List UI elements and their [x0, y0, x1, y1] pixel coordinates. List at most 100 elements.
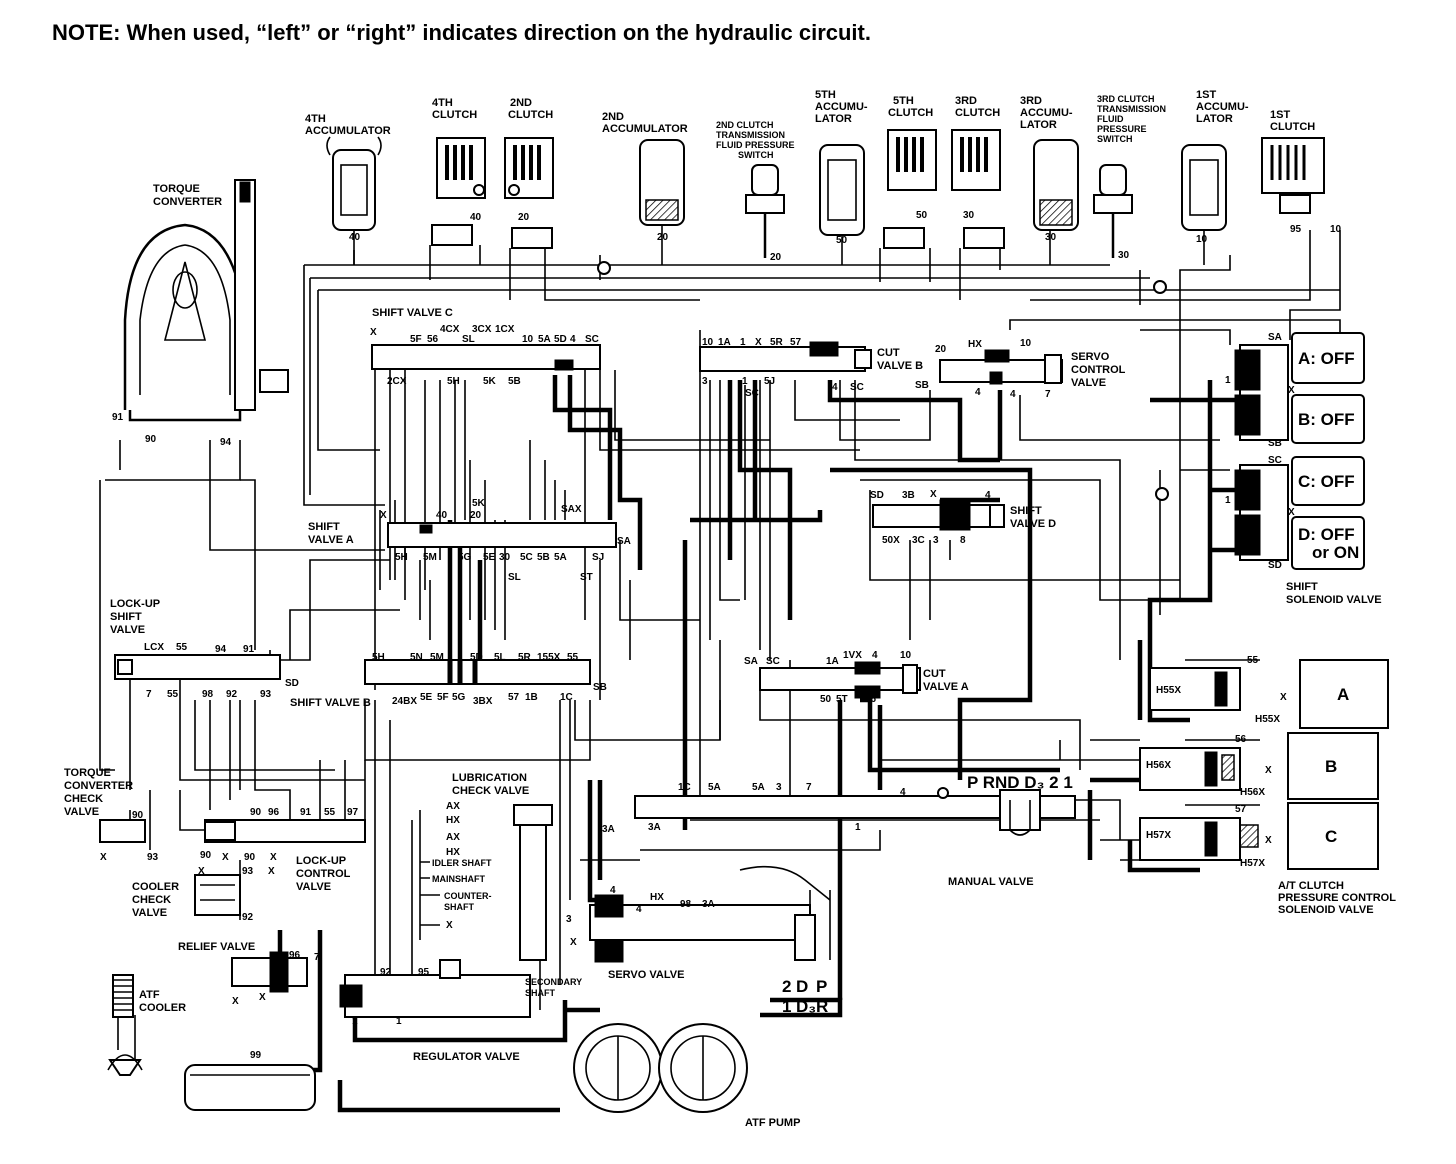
- port-label: 90: [250, 807, 262, 818]
- port-label: H56X: [1146, 760, 1171, 771]
- port-label: 3: [702, 376, 708, 387]
- port-label: 30: [499, 552, 511, 563]
- port-label: 20: [470, 510, 482, 521]
- port-label: 90: [132, 810, 144, 821]
- port-label: 40: [470, 212, 482, 223]
- port-label: X: [1265, 835, 1272, 846]
- port-label: 55: [176, 642, 188, 653]
- shift-valve-b: 5H 5N 5M 5D 5L 5R 155X 55 24BX 5E 5F 5G …: [290, 652, 607, 709]
- port-label: 1: [396, 1016, 402, 1027]
- port-label: X: [755, 337, 762, 348]
- port-label: 155X: [537, 652, 561, 663]
- label-atf-pump: ATF PUMP: [745, 1117, 800, 1129]
- port-label: 5R: [770, 337, 784, 348]
- port-label: H56X: [1240, 787, 1265, 798]
- port-label: 5B: [537, 552, 550, 563]
- label-regulator-valve: REGULATOR VALVE: [413, 1051, 520, 1063]
- port-label: 55: [1247, 655, 1259, 666]
- port-label: 5K: [483, 376, 497, 387]
- port-label: HX: [446, 847, 460, 858]
- port-label: 55: [567, 652, 579, 663]
- solenoid-b-box: [1291, 394, 1365, 444]
- port-label: 5M: [423, 552, 437, 563]
- port-label: 1CX: [495, 324, 515, 335]
- accumulator-3rd: 30: [1033, 139, 1079, 265]
- port-label: 3: [933, 535, 939, 546]
- port-label: 5M: [430, 652, 444, 663]
- port-label: 3A: [648, 822, 661, 833]
- port-label: X: [198, 866, 205, 877]
- port-label: 93: [242, 866, 254, 877]
- port-label: 5R: [518, 652, 532, 663]
- port-label: 7: [146, 689, 152, 700]
- port-label: 10: [702, 337, 714, 348]
- port-label: 4: [570, 334, 576, 345]
- port-label: X: [270, 852, 277, 863]
- port-label: 98: [202, 689, 214, 700]
- port-label: 5E: [420, 692, 433, 703]
- port-label: 7: [1045, 389, 1051, 400]
- port-label: X: [370, 327, 377, 338]
- port-label: 5G: [452, 692, 466, 703]
- port-label: SL: [508, 572, 521, 583]
- manual-positions: P RND D₃ 2 1: [967, 773, 1073, 792]
- port-label: 5K: [472, 498, 486, 509]
- port-label: SC: [745, 388, 759, 399]
- port-label: 7: [314, 952, 320, 963]
- port-label: 5H: [372, 652, 385, 663]
- port-label: 30: [963, 210, 975, 221]
- port-label: 1C: [678, 782, 691, 793]
- solenoid-a-label: A: OFF: [1298, 349, 1355, 368]
- port-label: 20: [657, 232, 669, 243]
- port-label: 93: [147, 852, 159, 863]
- solenoid-c-box: [1291, 456, 1365, 506]
- manual-valve: P RND D₃ 2 1 1C 5A 5A 3 7 4 3A 3A 1 MANU…: [602, 773, 1076, 888]
- port-label: 5C: [520, 552, 533, 563]
- port-label: 96: [268, 807, 280, 818]
- solenoid-a-box: [1291, 332, 1365, 384]
- port-label: X: [259, 992, 266, 1003]
- port-label: 90: [244, 852, 256, 863]
- port-label: 3B: [902, 490, 915, 501]
- port-label: 92: [242, 912, 254, 923]
- port-label: 5A: [554, 552, 567, 563]
- port-label: 95: [418, 967, 430, 978]
- port-label: 94: [220, 437, 232, 448]
- port-label: 1: [352, 1016, 358, 1027]
- port-label: 1: [1225, 495, 1231, 506]
- port-label: 3BX: [473, 696, 493, 707]
- port-label: 50: [916, 210, 928, 221]
- label-idler-shaft: IDLER SHAFT: [432, 858, 492, 868]
- port-label: SA: [744, 656, 758, 667]
- port-label: 3: [776, 782, 782, 793]
- port-label: SC: [1268, 455, 1282, 466]
- port-label: X: [570, 937, 577, 948]
- port-label: X: [232, 996, 239, 1007]
- port-label: H55X: [1156, 685, 1181, 696]
- clutch-2nd: 20: [504, 137, 554, 249]
- pressure-switch-2nd: 20: [745, 164, 785, 263]
- port-label: 4: [985, 490, 991, 501]
- port-label: 50X: [882, 535, 900, 546]
- svg-text:P: P: [816, 977, 827, 996]
- port-label: 1VX: [843, 650, 862, 661]
- port-label: 1B: [525, 692, 538, 703]
- port-label: HX: [650, 892, 664, 903]
- port-label: 24BX: [392, 696, 417, 707]
- port-label: 10: [522, 334, 534, 345]
